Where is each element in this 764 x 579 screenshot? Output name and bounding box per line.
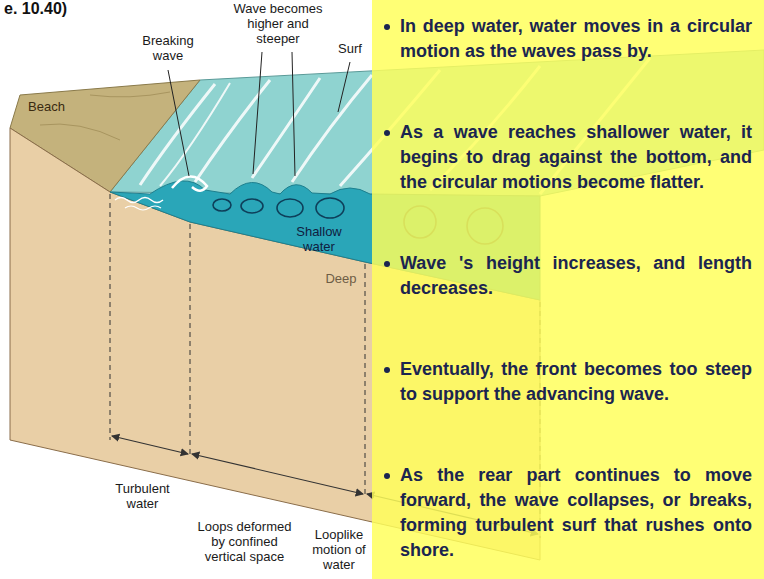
bullet-row: In deep water, water moves in a circular… [384,14,752,64]
bullet-text: As a wave reaches shallower water, it be… [400,120,752,195]
bullet-dot [384,261,390,267]
bullet-text: Wave 's height increases, and length dec… [400,251,752,301]
turbulent-foam [125,206,161,210]
figure-reference: e. 10.40) [4,0,134,18]
flattened-loop [277,199,303,217]
part-label: Beach [28,100,78,115]
breaking-curl [172,176,207,190]
dimension-arrow [192,454,363,494]
beach-texture-line [40,124,120,140]
bullet-row: Eventually, the front becomes too steep … [384,357,752,407]
part-label: Breaking wave [128,34,208,64]
dashed-line [365,264,366,498]
wave-crest [292,75,372,182]
bullet-row: As the rear part continues to move forwa… [384,463,752,563]
turbulent-foam [115,198,163,203]
flattened-loop [241,199,263,213]
part-label: Deep [322,272,360,287]
dashed-line [190,224,191,458]
bullet-text: Eventually, the front becomes too steep … [400,357,752,407]
leader-line [338,62,350,112]
part-label: Wave becomes higher and steeper [228,2,328,47]
beach-texture-line [90,92,170,97]
part-label: Surf [332,42,368,57]
leader-lines [168,52,350,176]
dashed-line [110,194,111,440]
flattened-loop [316,198,344,218]
bullet-dot [384,24,390,30]
dimension-arrow [112,436,188,454]
leader-line [168,70,189,176]
leader-line [292,52,295,176]
part-label: Turbulent water [105,482,180,512]
bullet-dot [384,367,390,373]
wave-crest [252,78,320,178]
bullet-dot [384,473,390,479]
bullet-text: As the rear part continues to move forwa… [400,463,752,563]
part-label: Shallow water [288,225,350,255]
bullet-row: Wave 's height increases, and length dec… [384,251,752,301]
part-label: Looplike motion of water [310,528,368,573]
leader-line [253,52,262,174]
text-panel: In deep water, water moves in a circular… [372,0,764,579]
bullet-text: In deep water, water moves in a circular… [400,14,752,64]
part-label: Loops deformed by confined vertical spac… [192,520,297,565]
bullet-row: As a wave reaches shallower water, it be… [384,120,752,195]
bullet-dot [384,130,390,136]
flattened-loop [213,199,231,211]
